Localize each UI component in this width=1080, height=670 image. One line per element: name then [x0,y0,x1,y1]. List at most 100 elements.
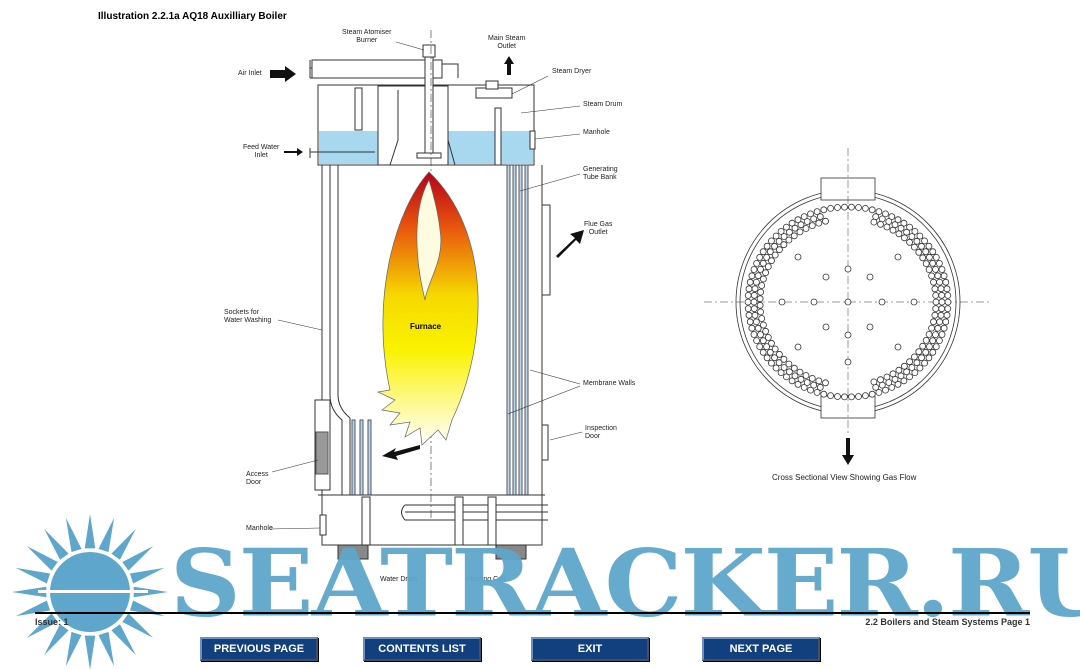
tube [906,238,913,246]
tube [919,254,927,262]
tube [910,298,918,306]
label-manhole-bottom: Manhole [246,525,273,532]
tube [894,380,902,388]
tube [810,381,818,389]
tube [938,291,946,299]
tube [932,291,940,299]
tube [816,383,824,391]
tube [813,208,821,216]
previous-page-button[interactable]: PREVIOUS PAGE [200,637,318,661]
tube [759,259,767,267]
tube [800,383,808,391]
tube [758,315,766,322]
tube [926,343,933,351]
tube [916,232,924,240]
tube [750,266,758,273]
tube [885,218,893,225]
tube [744,298,752,306]
tube [844,298,852,306]
tube [870,378,878,386]
tube [777,227,785,235]
tube [764,333,772,341]
tube [746,318,754,326]
tube [816,213,824,221]
tube [788,377,796,385]
tube [803,218,811,225]
label-steam-dryer: Steam Dryer [552,68,592,75]
contents-list-button[interactable]: CONTENTS LIST [363,637,481,661]
tube [768,339,775,347]
tube [894,343,902,351]
tube [794,380,802,388]
exit-button[interactable]: EXIT [531,637,649,661]
tube [895,366,903,374]
tube [862,392,869,400]
tube [918,242,925,250]
tube [938,305,946,313]
tube [918,354,925,362]
tube [771,345,779,353]
tube [922,248,930,256]
tube [762,327,769,335]
tube [815,219,823,227]
tube [921,359,928,367]
tube [944,298,952,306]
tube [929,337,937,345]
tube [894,253,902,261]
label-manhole-top: Manhole [583,129,610,136]
tube [744,305,752,313]
tube [807,210,814,218]
tube [855,204,862,211]
tube [810,215,818,223]
tube [866,323,874,331]
tube [937,311,945,319]
tube [802,372,810,379]
tube [746,278,754,286]
tube [882,386,889,394]
tube [762,269,769,277]
tube [745,285,753,293]
tube [759,348,767,356]
page-info: 2.2 Boilers and Steam Systems Page 1 [865,617,1030,627]
tube [771,242,778,250]
sun-ray [65,517,82,553]
tube [883,373,891,381]
tube [848,393,855,401]
tube [834,393,841,400]
tube [878,298,886,306]
tube [750,305,758,313]
tube [889,226,897,234]
tube [908,364,916,371]
tube [942,278,950,286]
tube [925,330,933,338]
tube [790,364,798,372]
tube [754,324,762,332]
tube [763,253,770,261]
tube [919,342,927,350]
tube [780,233,788,240]
tube [771,354,778,362]
tube [938,266,946,273]
tube [894,216,902,224]
tube [901,234,908,242]
tube [760,275,767,283]
tube [766,348,774,356]
sun-logo-watermark [12,514,168,670]
tube [925,354,933,362]
tube [756,253,764,261]
tube [753,318,760,326]
tube [888,383,896,391]
tube [895,230,903,238]
tube [928,272,935,280]
tube [906,373,913,381]
tube [783,223,790,231]
tube [750,298,758,306]
tube [776,350,783,358]
illustration-title: Illustration 2.2.1a AQ18 Auxilliary Boil… [98,11,287,22]
tube [772,232,780,240]
tube [822,323,830,331]
next-page-button[interactable]: NEXT PAGE [702,637,820,661]
